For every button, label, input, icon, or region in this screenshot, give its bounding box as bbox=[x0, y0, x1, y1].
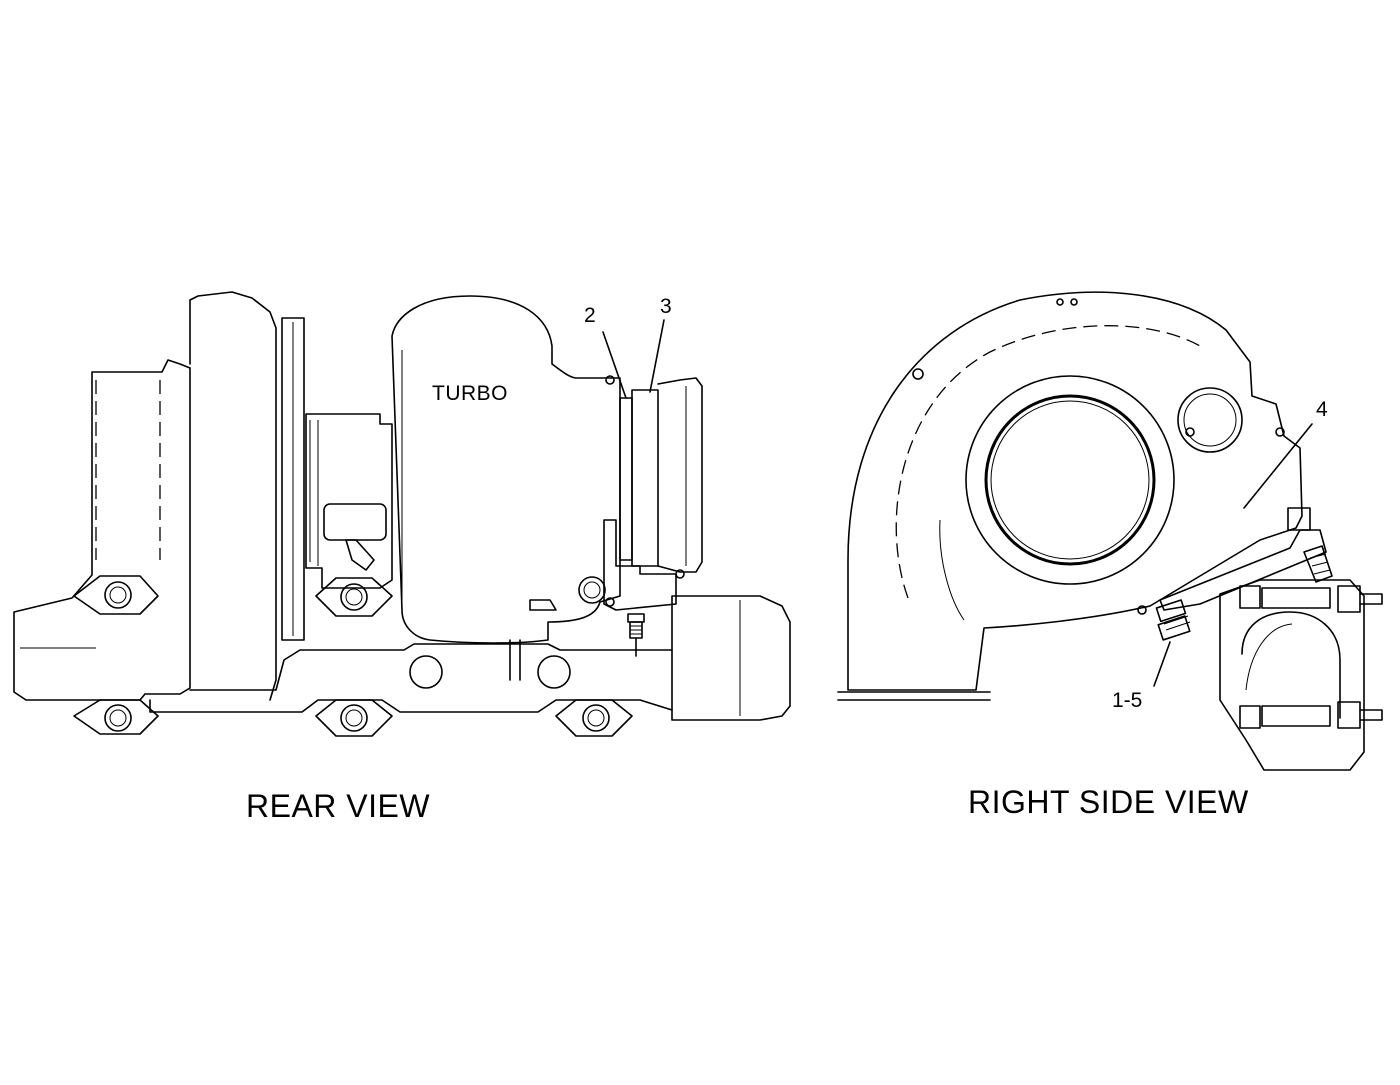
manifold-left-block bbox=[13, 359, 191, 701]
rear-view-title: REAR VIEW bbox=[246, 788, 431, 824]
right-side-view-title: RIGHT SIDE VIEW bbox=[968, 784, 1249, 820]
callout-4: 4 bbox=[1316, 398, 1328, 421]
callout-1-5: 1-5 bbox=[1112, 689, 1143, 712]
leader-line-4 bbox=[1243, 423, 1313, 509]
leader-line-1-5 bbox=[1153, 641, 1171, 687]
outlet-elbow bbox=[1219, 579, 1365, 771]
outlet-clamp-ring bbox=[619, 397, 633, 561]
fitting-1-5 bbox=[1137, 599, 1191, 641]
center-housing bbox=[305, 413, 393, 589]
compressor-inlet-inner bbox=[984, 394, 1156, 566]
compressor-volute bbox=[847, 291, 1303, 691]
compressor-housing bbox=[391, 295, 621, 644]
leader-line-3 bbox=[649, 319, 665, 393]
right-side-view-drawing bbox=[837, 291, 1383, 771]
support-bracket bbox=[1159, 529, 1327, 611]
turbine-flange bbox=[281, 317, 305, 641]
compressor-inlet-outer bbox=[965, 375, 1175, 585]
turbo-label: TURBO bbox=[432, 382, 508, 405]
manifold-bolts bbox=[73, 575, 633, 737]
callout-2: 2 bbox=[584, 304, 596, 327]
callout-3: 3 bbox=[660, 295, 672, 318]
rear-view-drawing bbox=[13, 291, 791, 737]
leader-line-2 bbox=[602, 331, 627, 399]
